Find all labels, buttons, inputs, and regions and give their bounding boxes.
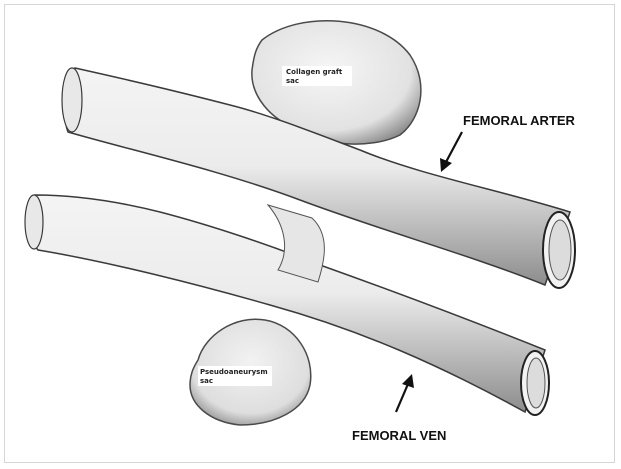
upper-sac-label-line2: sac — [286, 77, 299, 85]
lower-sac-label-line1: Pseudoaneurysm — [200, 368, 268, 376]
femoral-artery-arrow — [440, 132, 462, 172]
artery-lumen-inner — [549, 220, 571, 280]
upper-sac-label-line1: Collagen graft — [286, 68, 343, 76]
vein-left-end — [25, 195, 43, 249]
vein-lumen-inner — [527, 358, 545, 408]
lower-sac-label-line2: sac — [200, 377, 213, 385]
artery-left-end — [62, 68, 82, 132]
femoral-artery-label: FEMORAL ARTER — [463, 113, 576, 128]
femoral-vein-arrow — [396, 374, 414, 412]
femoral-vein-label: FEMORAL VEN — [352, 428, 446, 443]
